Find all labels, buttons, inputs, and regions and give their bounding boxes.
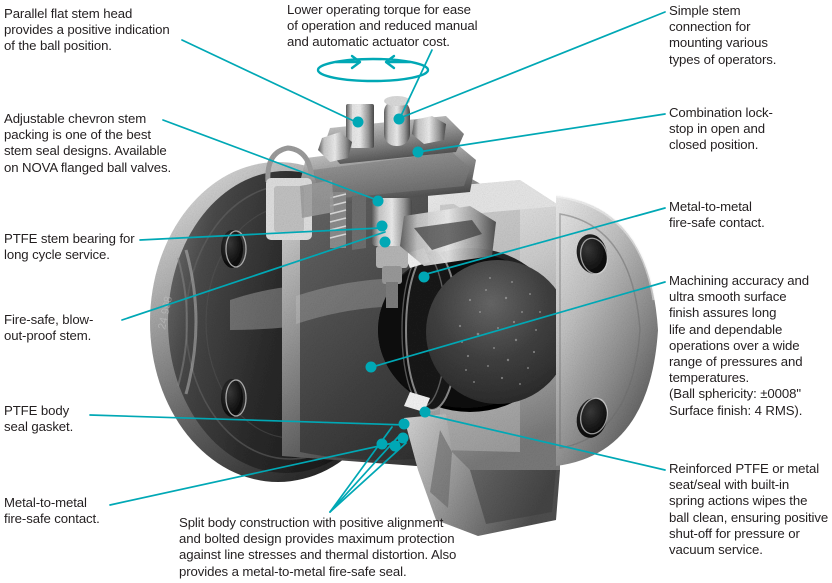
callout-split-body-construction: Split body construction with positive al… xyxy=(179,515,457,579)
callout-fire-safe-blow-out-proof-stem: Fire-safe, blow- out-proof stem. xyxy=(4,312,94,344)
callout-lower-operating-torque: Lower operating torque for ease of opera… xyxy=(287,2,478,50)
callout-ptfe-stem-bearing: PTFE stem bearing for long cycle service… xyxy=(4,231,135,263)
upper-seat-block xyxy=(400,206,496,266)
callout-machining-accuracy: Machining accuracy and ultra smooth surf… xyxy=(669,273,810,418)
callout-reinforced-ptfe-seat-seal: Reinforced PTFE or metal seat/seal with … xyxy=(669,461,829,558)
callout-metal-to-metal-fire-safe-contact-lower: Metal-to-metal fire-safe contact. xyxy=(4,495,100,527)
valve-assembly: 24 998 xyxy=(150,96,658,536)
callout-metal-to-metal-fire-safe-contact-upper: Metal-to-metal fire-safe contact. xyxy=(669,199,765,231)
callout-ptfe-body-seal-gasket: PTFE body seal gasket. xyxy=(4,403,74,435)
callout-adjustable-chevron-stem-packing: Adjustable chevron stem packing is one o… xyxy=(4,111,172,175)
callout-combination-lock-stop: Combination lock- stop in open and close… xyxy=(669,105,773,153)
right-flange xyxy=(555,194,658,466)
callout-simple-stem-connection: Simple stem connection for mounting vari… xyxy=(669,3,777,67)
callout-parallel-flat-stem-head: Parallel flat stem head provides a posit… xyxy=(4,6,170,54)
